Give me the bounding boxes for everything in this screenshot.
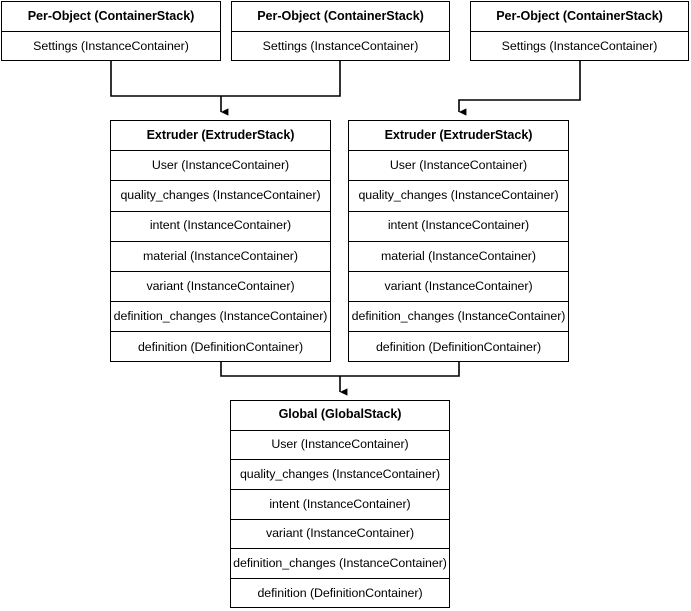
per-object-settings-row-2: Settings (InstanceContainer) bbox=[262, 39, 419, 54]
global-row-definition: definition (DefinitionContainer) bbox=[257, 586, 423, 601]
global-row-user: User (InstanceContainer) bbox=[231, 431, 449, 461]
extruder-2-row-user: User (InstanceContainer) bbox=[349, 151, 568, 182]
global-row-intent: intent (InstanceContainer) bbox=[231, 490, 449, 520]
per-object-settings-row-3: Settings (InstanceContainer) bbox=[501, 39, 658, 54]
edge-perobj0-extruder0 bbox=[110, 61, 224, 97]
extruder-2-row-definition-changes: definition_changes (InstanceContainer) bbox=[349, 302, 568, 333]
per-object-stack-header-2: Per-Object (ContainerStack) bbox=[232, 2, 449, 32]
extruder-2-row-material: material (InstanceContainer) bbox=[349, 242, 568, 272]
global-row-definition-changes: definition_changes (InstanceContainer) bbox=[231, 549, 449, 580]
edge-extruder0-global bbox=[220, 362, 340, 377]
extruder-stack-header-1: Extruder (ExtruderStack) bbox=[111, 121, 330, 152]
edge-perobj1-extruder0 bbox=[224, 61, 341, 97]
extruder-stack-box-1[interactable]: Extruder (ExtruderStack) User (InstanceC… bbox=[110, 120, 331, 362]
edge-extruder1-global bbox=[340, 362, 460, 377]
per-object-stack-header-1: Per-Object (ContainerStack) bbox=[2, 2, 220, 32]
extruder-2-row-intent: intent (InstanceContainer) bbox=[349, 212, 568, 242]
global-stack-header: Global (GlobalStack) bbox=[231, 401, 449, 431]
edge-perobj2-extruder1 bbox=[458, 61, 581, 116]
extruder-2-row-definition: definition (DefinitionContainer) bbox=[375, 339, 542, 354]
extruder-1-row-user: User (InstanceContainer) bbox=[111, 151, 330, 182]
per-object-stack-box-3[interactable]: Per-Object (ContainerStack) Settings (In… bbox=[470, 1, 689, 61]
extruder-2-row-variant: variant (InstanceContainer) bbox=[349, 272, 568, 303]
per-object-stack-box-2[interactable]: Per-Object (ContainerStack) Settings (In… bbox=[231, 1, 450, 61]
extruder-2-row-quality-changes: quality_changes (InstanceContainer) bbox=[349, 181, 568, 212]
extruder-1-row-quality-changes: quality_changes (InstanceContainer) bbox=[111, 181, 330, 212]
per-object-stack-box-1[interactable]: Per-Object (ContainerStack) Settings (In… bbox=[1, 1, 221, 61]
extruder-stack-box-2[interactable]: Extruder (ExtruderStack) User (InstanceC… bbox=[348, 120, 569, 362]
extruder-1-row-material: material (InstanceContainer) bbox=[111, 242, 330, 272]
per-object-settings-row-1: Settings (InstanceContainer) bbox=[33, 39, 189, 54]
per-object-stack-header-3: Per-Object (ContainerStack) bbox=[471, 2, 688, 32]
global-stack-box[interactable]: Global (GlobalStack) User (InstanceConta… bbox=[230, 400, 450, 608]
extruder-1-row-variant: variant (InstanceContainer) bbox=[111, 272, 330, 303]
extruder-1-row-definition-changes: definition_changes (InstanceContainer) bbox=[111, 302, 330, 333]
global-row-variant: variant (InstanceContainer) bbox=[231, 520, 449, 550]
global-row-quality-changes: quality_changes (InstanceContainer) bbox=[231, 460, 449, 491]
extruder-1-row-definition: definition (DefinitionContainer) bbox=[137, 339, 304, 354]
extruder-1-row-intent: intent (InstanceContainer) bbox=[111, 212, 330, 242]
extruder-stack-header-2: Extruder (ExtruderStack) bbox=[349, 121, 568, 152]
